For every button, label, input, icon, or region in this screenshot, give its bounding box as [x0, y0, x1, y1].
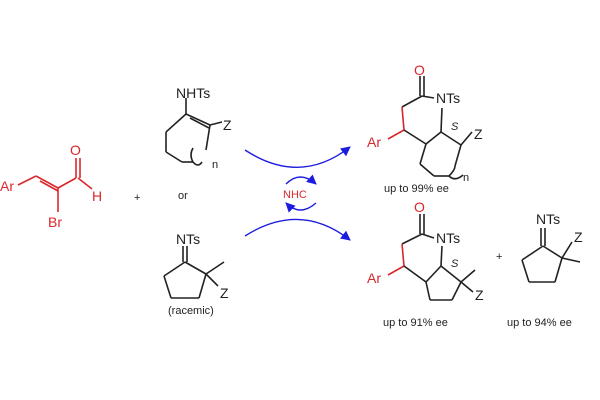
recovered-imine-ee-label: up to 94% ee — [507, 317, 572, 329]
imine-nts-label: NTs — [176, 231, 200, 247]
product-2-ee-label: up to 91% ee — [383, 317, 448, 329]
imine-racemic-note: (racemic) — [168, 305, 214, 317]
product-1-n-label: n — [463, 172, 469, 184]
recovered-imine-structure: NTs Z up to 94% ee — [507, 211, 583, 329]
product-1-s-label: S — [451, 121, 459, 133]
imine-structure: NTs Z (racemic) — [163, 231, 229, 317]
imine-z-label: Z — [220, 285, 229, 301]
recovered-imine-z-label: Z — [574, 229, 583, 245]
product-1-o-label: O — [414, 62, 425, 78]
aldehyde-ar-label: Ar — [0, 178, 14, 194]
plus-sign-1: + — [134, 192, 140, 204]
product-2-nts-label: NTs — [436, 230, 460, 246]
catalytic-arrows: NHC — [244, 146, 351, 241]
catalyst-nhc-label: NHC — [283, 189, 307, 201]
product-2-ar-label: Ar — [367, 270, 381, 286]
product-1-ee-label: up to 99% ee — [384, 183, 449, 195]
product-1-ar-label: Ar — [367, 134, 381, 150]
product-2-s-label: S — [451, 258, 459, 270]
bromoenal-structure: Ar Br O H — [0, 142, 102, 230]
product-2-z-label: Z — [475, 287, 484, 303]
enamide-z-label: Z — [223, 117, 232, 133]
or-text: or — [178, 190, 188, 202]
product-1-nts-label: NTs — [436, 90, 460, 106]
product-1-structure: O NTs Ar S Z n up to 99% ee — [367, 62, 483, 195]
recovered-imine-nts-label: NTs — [536, 211, 560, 227]
aldehyde-o-label: O — [70, 142, 81, 158]
product-1-z-label: Z — [474, 126, 483, 142]
aldehyde-h-label: H — [92, 188, 102, 204]
enamide-n-label: n — [212, 159, 218, 171]
enamide-nhts-label: NHTs — [176, 85, 210, 101]
product-2-structure: O NTs Ar S Z up to 91% ee — [367, 199, 484, 329]
aldehyde-br-label: Br — [48, 214, 62, 230]
plus-sign-2: + — [496, 251, 502, 263]
product-2-o-label: O — [414, 199, 425, 215]
enamide-structure: NHTs Z n — [165, 85, 232, 171]
